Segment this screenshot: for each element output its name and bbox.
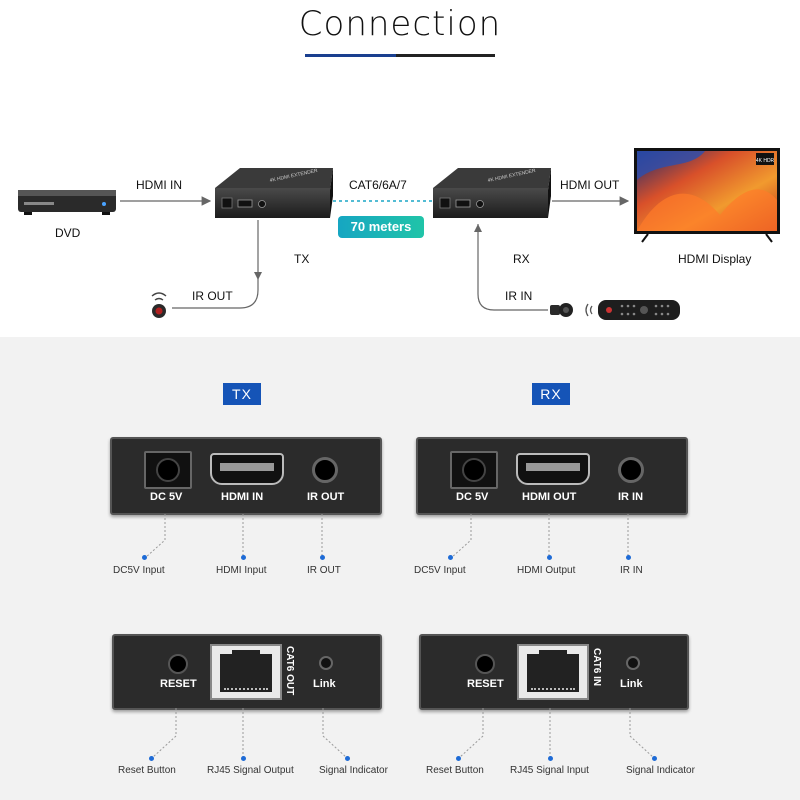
rx-port-ir-label: IR IN [618,491,644,503]
ir-in-label: IR IN [505,289,533,303]
tv-display-icon: 4K HDR [634,148,780,243]
caption-dot [142,555,147,560]
tx-reset-label: RESET [160,678,197,690]
tx-caption-ir: IR OUT [307,565,341,576]
caption-dot [448,555,453,560]
caption-dot [241,756,246,761]
rx-reset-label: RESET [467,678,504,690]
distance-badge: 70 meters [338,216,424,238]
tx-port-hdmi-label: HDMI IN [221,491,264,503]
tx-port-ir-label: IR OUT [307,491,345,503]
caption-dot [626,555,631,560]
tx-caption-reset: Reset Button [118,765,176,776]
ir-out-label: IR OUT [192,289,233,303]
tx-rj45-label: CAT6 OUT [284,646,295,696]
hdmi-in-label: HDMI IN [136,178,182,192]
tx-caption-link: Signal Indicator [319,765,388,776]
tx-caption-dc: DC5V Input [113,565,165,576]
rx-tag: RX [532,383,570,405]
rx-label: RX [513,252,530,266]
ir-jack-icon [618,457,644,483]
connection-diagram: 4K HDMI EXTENDER 4K HDMI EXTENDER 4K HDR [18,148,780,320]
tx-port-dc-label: DC 5V [150,491,183,503]
caption-dot [149,756,154,761]
dvd-label: DVD [55,226,81,240]
front-leader-lines [144,514,629,559]
tx-caption-hdmi: HDMI Input [216,565,267,576]
tx-tag: TX [223,383,261,405]
rx-rj45-label: CAT6 IN [591,648,602,687]
caption-dot [241,555,246,560]
hdmi-out-label: HDMI OUT [560,178,620,192]
tx-label: TX [294,252,310,266]
caption-dot [547,555,552,560]
rx-caption-hdmi: HDMI Output [517,565,576,576]
ir-out-line [172,220,259,309]
dvd-player-icon [18,190,116,215]
tv-badge: 4K HDR [756,158,775,164]
ir-jack-icon [312,457,338,483]
display-label: HDMI Display [678,252,752,266]
rj45-port-icon [210,644,282,700]
caption-dot [345,756,350,761]
reset-button-icon [475,654,495,674]
reset-button-icon [168,654,188,674]
tx-link-label: Link [313,678,336,690]
ir-in-line [477,224,548,311]
rx-port-dc-label: DC 5V [456,491,489,503]
rx-link-label: Link [620,678,643,690]
ir-emitter-icon [151,292,167,318]
rx-caption-reset: Reset Button [426,765,484,776]
caption-dot [652,756,657,761]
tx-device-icon: 4K HDMI EXTENDER [215,168,333,218]
ir-receiver-icon [550,303,573,317]
panel-details-section [0,337,800,800]
rx-port-hdmi-label: HDMI OUT [522,491,577,503]
link-led-icon [319,656,333,670]
rx-device-icon: 4K HDMI EXTENDER [433,168,551,218]
rj45-port-icon [517,644,589,700]
tx-front-panel: DC 5V HDMI IN IR OUT [110,437,382,515]
cable-label: CAT6/6A/7 [349,178,407,192]
rx-rear-panel: RESET CAT6 IN Link [419,634,689,710]
hdmi-port-icon [210,453,284,485]
caption-dot [320,555,325,560]
dc-port-icon [144,451,192,489]
title-underline [305,54,495,57]
rx-front-panel: DC 5V HDMI OUT IR IN [416,437,688,515]
tx-rear-panel: RESET CAT6 OUT Link [112,634,382,710]
rear-leader-lines [151,708,655,759]
caption-dot [456,756,461,761]
rx-caption-ir: IR IN [620,565,643,576]
rx-caption-dc: DC5V Input [414,565,466,576]
rx-caption-rj45: RJ45 Signal Input [510,765,589,776]
tx-caption-rj45: RJ45 Signal Output [207,765,294,776]
hdmi-port-icon [516,453,590,485]
link-led-icon [626,656,640,670]
caption-dot [548,756,553,761]
remote-control-icon [585,300,680,320]
page-title: Connection [298,4,502,44]
rx-caption-link: Signal Indicator [626,765,695,776]
dc-port-icon [450,451,498,489]
